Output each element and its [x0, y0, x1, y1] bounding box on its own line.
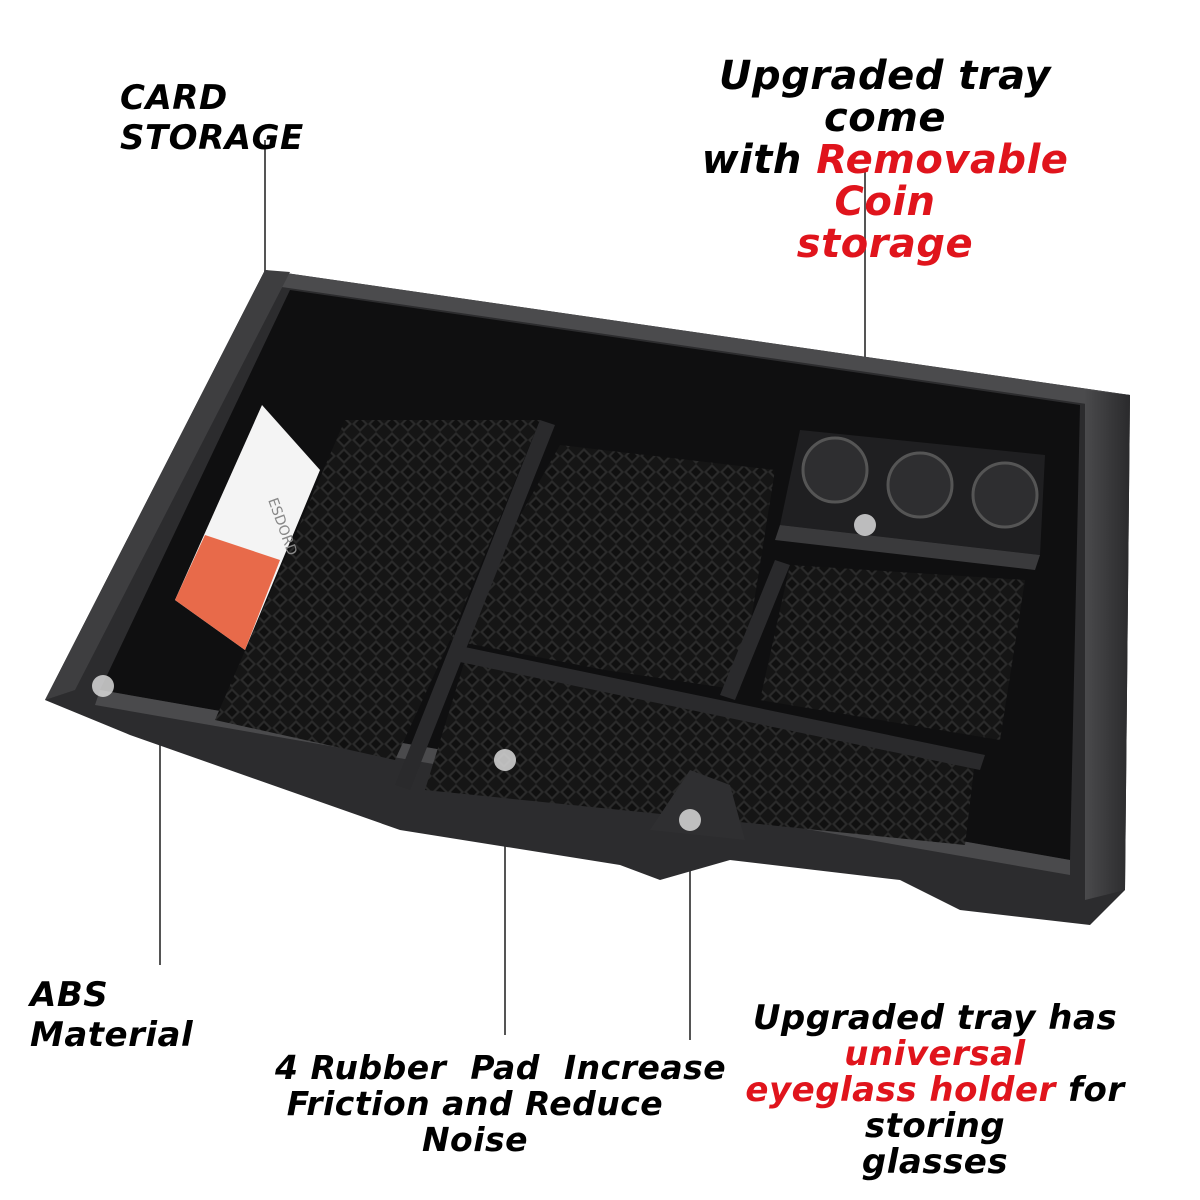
rubber-label-line3: Noise — [421, 1120, 529, 1159]
pad-left — [215, 420, 540, 760]
coin-holder — [775, 430, 1045, 570]
rubber-pad-label: 4 Rubber Pad Increase Friction and Reduc… — [275, 1048, 727, 1159]
dividers — [395, 420, 985, 790]
eye-label-highlight1: universal — [844, 1034, 1026, 1074]
pointer-dots — [92, 514, 876, 831]
eye-label-prefix: Upgraded tray has — [752, 998, 1118, 1038]
coin-label-line1: Upgraded tray come — [719, 53, 1051, 141]
coin-storage-label: Upgraded tray come with Removable Coin s… — [660, 55, 1110, 265]
pad-right — [760, 565, 1025, 740]
pad-center — [450, 445, 775, 690]
coin-label-line3: storage — [796, 221, 974, 267]
coin-label-line2: with Removable Coin — [660, 139, 1110, 223]
abs-material-label: ABS Material — [30, 975, 194, 1055]
eye-label-highlight2: eyeglass holder — [745, 1070, 1056, 1110]
card: ESDORD — [175, 405, 320, 650]
rubber-pads — [215, 420, 1025, 845]
coin-label-prefix: with — [701, 137, 817, 183]
rubber-label-line2: Friction and Reduce — [286, 1084, 664, 1123]
pad-front — [425, 660, 975, 845]
card-storage-label: CARD STORAGE — [120, 78, 304, 158]
eye-label-line1: Upgraded tray has universal — [690, 1000, 1180, 1072]
eyeglass-holder — [650, 770, 745, 840]
eye-label-suffix: for storing — [864, 1070, 1125, 1146]
coin-label-highlight: Removable Coin — [816, 137, 1069, 225]
eye-label-line3: glasses — [861, 1142, 1009, 1182]
rubber-label-line1: 4 Rubber Pad Increase — [275, 1048, 727, 1087]
eyeglass-holder-label: Upgraded tray has universal eyeglass hol… — [690, 1000, 1180, 1180]
eye-label-line2: eyeglass holder for storing — [690, 1072, 1180, 1144]
